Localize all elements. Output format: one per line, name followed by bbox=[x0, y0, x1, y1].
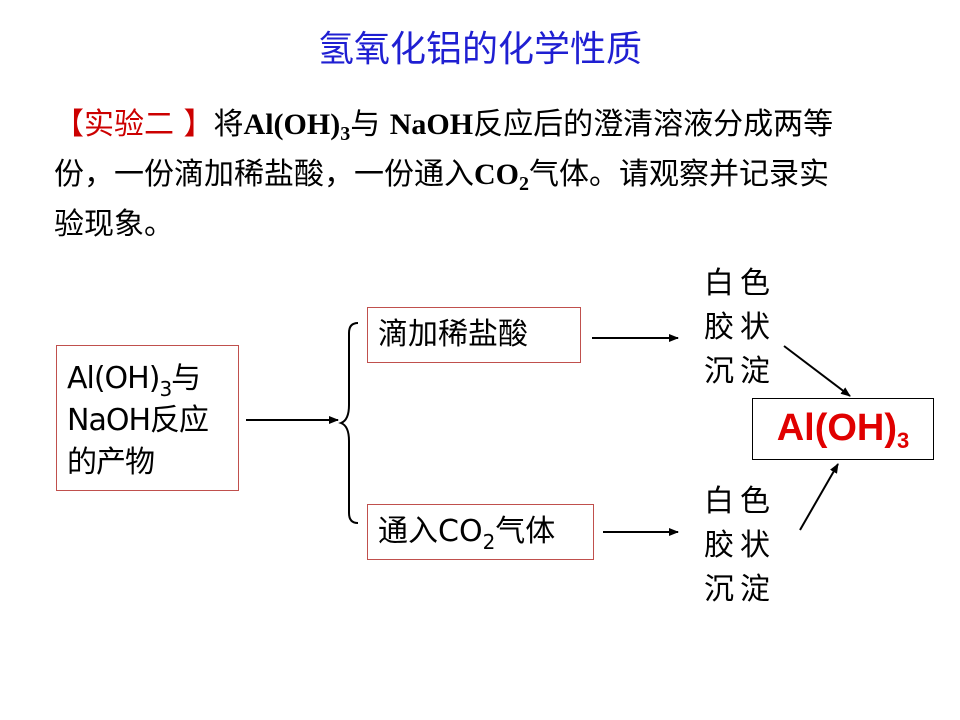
intro-text-1: 将 bbox=[213, 107, 244, 142]
reactant-text-reaction: 反应 bbox=[150, 403, 209, 438]
observation-co2-line-2: 胶状 bbox=[704, 528, 776, 563]
observation-co2-line-3: 沉淀 bbox=[704, 572, 776, 607]
arrow-observation-co2-to-product bbox=[799, 463, 839, 531]
experiment-tag: 【实验二 】 bbox=[54, 107, 214, 142]
reactant-formula-naoh: NaOH bbox=[67, 403, 151, 438]
intro-subscript-2: 2 bbox=[519, 173, 529, 195]
product-formula: Al(OH) bbox=[776, 407, 898, 449]
branch-brace bbox=[338, 322, 359, 524]
page-title: 氢氧化铝的化学性质 bbox=[317, 29, 642, 70]
branch-co2-box: 通入CO2气体 bbox=[367, 504, 594, 560]
branch-co2-subscript: 2 bbox=[482, 530, 496, 554]
branch-co2-text-2: 气体 bbox=[495, 514, 556, 549]
reactant-subscript: 3 bbox=[159, 377, 172, 401]
arrow-observation-acid-to-product bbox=[783, 345, 851, 397]
branch-co2-formula: CO bbox=[438, 514, 483, 549]
observation-acid-line-3: 沉淀 bbox=[704, 354, 776, 389]
branch-acid-label: 滴加稀盐酸 bbox=[378, 317, 528, 352]
observation-co2-line-1: 白色 bbox=[704, 484, 776, 519]
intro-formula-co: CO bbox=[474, 158, 519, 191]
branch-co2-text-1: 通入 bbox=[378, 514, 438, 549]
reactant-box: Al(OH)3与 NaOH反应的产物 bbox=[56, 345, 239, 491]
intro-subscript-3: 3 bbox=[340, 123, 351, 145]
branch-acid-box: 滴加稀盐酸 bbox=[367, 307, 581, 363]
intro-formula-naoh: NaOH bbox=[389, 108, 474, 141]
reactant-text-and: 与 bbox=[171, 361, 201, 396]
intro-text-2: 与 bbox=[350, 107, 390, 142]
product-box: Al(OH)3 bbox=[752, 398, 934, 460]
intro-formula-aloh: Al(OH) bbox=[243, 108, 341, 141]
reactant-text-product: 的产物 bbox=[67, 445, 155, 480]
intro-text-3: 反应后的澄清溶液分成两等份，一份滴加稀盐酸，一份通入 bbox=[54, 107, 834, 192]
reactant-formula-aloh: Al(OH) bbox=[67, 361, 160, 396]
observation-acid: 白色 胶状 沉淀 bbox=[704, 262, 794, 394]
product-subscript: 3 bbox=[897, 428, 910, 453]
observation-acid-line-1: 白色 bbox=[704, 266, 776, 301]
experiment-description: 【实验二 】将Al(OH)3与 NaOH反应后的澄清溶液分成两等份，一份滴加稀盐… bbox=[54, 100, 854, 250]
intro-text-4: 气体。请观察并记录实验现象。 bbox=[54, 157, 829, 242]
observation-co2: 白色 胶状 沉淀 bbox=[704, 480, 794, 612]
observation-acid-line-2: 胶状 bbox=[704, 310, 776, 345]
